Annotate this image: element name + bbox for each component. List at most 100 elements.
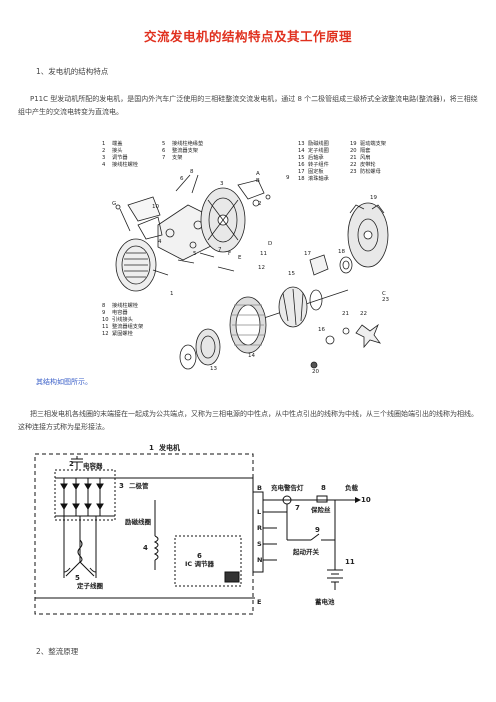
label-num-9: 9	[315, 526, 320, 534]
callout-number: 5	[193, 251, 197, 257]
callout-number: 2	[258, 201, 262, 207]
paragraph-structure-text: P11C 型发动机所配的发电机，是国内外汽车广泛使用的三相硅整流交流发电机，通过…	[18, 95, 478, 116]
callout-number: 9	[286, 175, 290, 181]
legend-label: 皮带轮	[360, 160, 376, 168]
callout-number: 11	[260, 251, 267, 257]
callout-number: 12	[258, 265, 265, 271]
label-diode: 二极管	[129, 481, 149, 490]
callout-number: 3	[220, 181, 224, 187]
fan-drawing	[310, 323, 382, 369]
terminal-s: S	[257, 540, 262, 548]
label-ic-regulator: IC 调节器	[185, 559, 214, 568]
legend-number: 18	[298, 176, 305, 182]
terminal-l: L	[257, 508, 261, 516]
legend-number: 8	[102, 303, 105, 309]
legend-number: 21	[350, 155, 357, 161]
legend-label: 端盖	[112, 139, 122, 147]
label-num-4: 5	[75, 574, 80, 582]
callout-number: 23	[382, 297, 389, 303]
legend-label: 接头	[112, 146, 122, 154]
callout-number: 20	[312, 369, 319, 375]
legend-label: 电容器	[112, 308, 128, 316]
legend-number: 11	[102, 324, 109, 330]
label-num-5: 4	[143, 544, 148, 552]
paragraph-structure: P11C 型发动机所配的发电机，是国内外汽车广泛使用的三相硅整流交流发电机，通过…	[18, 93, 480, 119]
legend-number: 10	[102, 317, 109, 323]
legend-number: 12	[102, 331, 109, 337]
legend-number: 4	[102, 162, 106, 168]
rear-housing-drawing	[200, 187, 246, 253]
label-capacitor: 电容器	[83, 461, 103, 470]
rear-cover-drawing	[115, 238, 157, 292]
legend-number: 15	[298, 155, 305, 161]
field-coil	[153, 500, 159, 570]
terminal-b: B	[257, 484, 262, 492]
callout-number: 13	[210, 366, 217, 372]
ic-regulator-box	[174, 535, 242, 587]
bearing-drawing	[309, 254, 353, 276]
callout-number: 6	[180, 176, 184, 182]
legend-label: 固定板	[308, 167, 324, 175]
callout-letter: B	[256, 178, 260, 184]
legend-label: 后轴承	[308, 153, 324, 161]
callout-letter: A	[256, 171, 260, 177]
legend-label: 引线接头	[112, 315, 133, 323]
stator-star-winding	[63, 516, 97, 578]
legend-number: 14	[298, 148, 305, 154]
figure2-title: 发电机	[158, 443, 180, 452]
rotor-drawing	[257, 286, 349, 328]
callout-number: 8	[190, 169, 194, 175]
paragraph-star-connection-text: 把三相发电机各线圈的末端接在一起成为公共端点，又称为三相电源的中性点，从中性点引…	[18, 410, 478, 431]
label-ignition-switch: 起动开关	[292, 547, 320, 556]
callout-letter: C	[382, 291, 386, 297]
legend-number: 13	[298, 141, 305, 147]
callout-number: 15	[288, 271, 295, 277]
callout-number: 21	[342, 311, 349, 317]
terminal-e: E	[257, 598, 261, 606]
label-num-10: 10	[361, 496, 371, 504]
label-stator-coil: 定子线圈	[76, 581, 104, 590]
stator-drawing	[229, 296, 267, 354]
legend-number: 7	[162, 155, 165, 161]
callout-letter: G	[112, 201, 116, 207]
legend-number: 6	[162, 148, 165, 154]
callout-letter: E	[238, 255, 242, 261]
legend-label: 紧固螺栓	[112, 329, 134, 337]
legend-number: 17	[298, 169, 305, 175]
terminal-block	[252, 491, 264, 573]
legend-number: 20	[350, 148, 357, 154]
terminal-r: R	[257, 524, 262, 532]
label-battery: 蓄电池	[315, 597, 335, 606]
callout-number: 17	[304, 251, 311, 257]
diode-bridge	[54, 469, 116, 521]
label-field-coil: 励磁线圈	[125, 517, 152, 526]
callout-number: 10	[152, 204, 159, 210]
callout-number: 18	[338, 249, 345, 255]
label-num-8: 8	[321, 484, 326, 492]
legend-label: 驱动端支架	[360, 139, 386, 147]
label-fuse: 保险丝	[310, 505, 331, 514]
figure1-caption: 其结构如图所示。	[36, 378, 92, 386]
legend-label: 调节器	[112, 153, 128, 161]
legend-number: 16	[298, 162, 305, 168]
legend-label: 定子线圈	[308, 146, 329, 154]
legend-label: 隔套	[360, 146, 371, 154]
legend-number: 3	[102, 155, 105, 161]
callout-number: 1	[170, 291, 174, 297]
section-heading-structure: 1、发电机的结构特点	[36, 67, 109, 76]
pulley-drawing	[179, 328, 221, 370]
callout-letter: F	[228, 251, 231, 257]
legend-label: 接线柱螺栓	[112, 301, 139, 309]
callout-number: 7	[218, 247, 222, 253]
legend-label: 支架	[172, 153, 182, 161]
page-title: 交流发电机的结构特点及其工作原理	[143, 29, 352, 44]
legend-label: 风扇	[360, 153, 370, 161]
callout-number: 22	[360, 311, 367, 317]
legend-number: 9	[102, 310, 105, 316]
label-load: 负载	[345, 483, 359, 492]
legend-label: 防松螺母	[360, 167, 381, 175]
